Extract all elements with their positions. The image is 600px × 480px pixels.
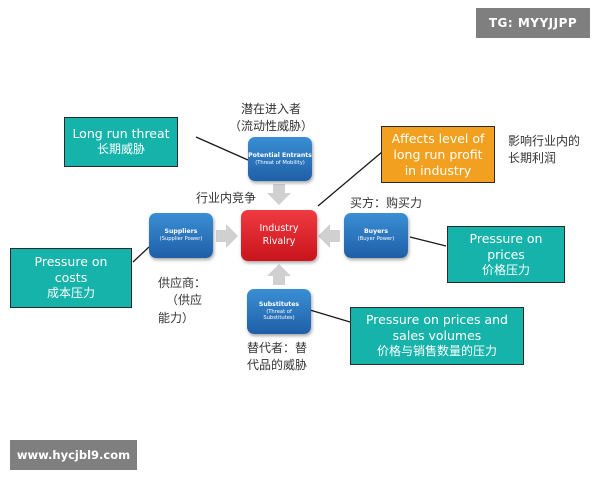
arrow-down-from-entrants [267,184,291,205]
entrants-label-zh: 潜在进入者 （流动性威胁） [218,101,324,136]
rivalry-label-zh: 行业内竞争 [196,191,257,205]
substitutes-title: Substitutes [258,300,300,308]
profit-label-zh: 影响行业内的 长期利润 [508,133,594,168]
buyers-sub: (Buyer Power) [357,236,395,242]
entrants-label-line2: （流动性威胁） [228,119,313,134]
substitutes-node: Substitutes (Threat of Substitutes) [247,289,311,334]
substitutes-label-line2: 代品的威胁 [246,358,307,373]
arrow-right-from-suppliers [216,224,238,248]
connector-entrants-longrun [195,136,249,161]
connector-buyers-prices [409,236,447,247]
connector-suppliers-costs [132,246,150,263]
long-run-threat-en: Long run threat [72,126,170,142]
connector-substitutes-volumes [309,309,351,323]
pressure-on-prices-callout: Pressure on prices 价格压力 [447,226,565,283]
pressure-on-volumes-line1: Pressure on prices and [365,312,508,328]
suppliers-label-zh: 供应商： （供应 能力） [158,275,214,327]
pressure-on-volumes-zh: 价格与销售数量的压力 [376,344,497,359]
pressure-on-costs-line2: costs [54,270,88,286]
suppliers-title: Suppliers [164,228,198,236]
profit-label-line2: 长期利润 [508,151,557,166]
industry-rivalry-line1: Industry [259,222,299,234]
affects-profit-callout: Affects level of long run profit in indu… [381,126,495,183]
suppliers-label-line3: 能力） [158,310,195,325]
potential-entrants-sub: (Threat of Mobility) [255,159,305,166]
suppliers-label-line1: 供应商： [158,276,207,290]
bottom-watermark: www.hycjbl9.com [10,440,137,470]
pressure-on-costs-line1: Pressure on [34,254,108,270]
buyers-node: Buyers (Buyer Power) [344,213,408,258]
pressure-on-volumes-callout: Pressure on prices and sales volumes 价格与… [350,307,524,365]
buyers-label-zh: 买方：购买力 [350,196,423,210]
buyers-title: Buyers [363,228,389,236]
substitutes-label-line1: 替代者：替 [246,341,307,355]
long-run-threat-zh: 长期威胁 [96,142,145,157]
pressure-on-costs-zh: 成本压力 [46,286,95,301]
pressure-on-prices-line2: prices [487,246,525,262]
top-watermark: TG: MYYJJPP [476,8,590,38]
affects-profit-line2: long run profit [393,146,483,162]
connector-rivalry-affects [317,151,383,207]
pressure-on-costs-callout: Pressure on costs 成本压力 [10,248,132,308]
industry-rivalry-line2: Rivalry [262,235,296,247]
long-run-threat-callout: Long run threat 长期威胁 [64,117,178,167]
arrow-left-from-buyers [318,224,340,248]
pressure-on-prices-zh: 价格压力 [481,262,530,277]
substitutes-label-zh: 替代者：替 代品的威胁 [232,340,322,375]
profit-label-line1: 影响行业内的 [508,134,581,148]
affects-profit-line1: Affects level of [391,130,485,146]
potential-entrants-node: Potential Entrants (Threat of Mobility) [248,137,312,181]
potential-entrants-title: Potential Entrants [248,151,312,159]
pressure-on-volumes-line2: sales volumes [392,328,482,344]
suppliers-node: Suppliers (Supplier Power) [149,213,213,258]
arrow-up-from-substitutes [267,264,291,285]
pressure-on-prices-line1: Pressure on [469,230,543,246]
suppliers-sub: (Supplier Power) [159,236,203,242]
suppliers-label-line2: （供应 [166,293,203,308]
substitutes-sub: (Threat of Substitutes) [263,308,295,322]
industry-rivalry-node: Industry Rivalry [241,210,317,261]
entrants-label-line1: 潜在进入者 [240,102,301,116]
affects-profit-line3: in industry [404,162,472,178]
